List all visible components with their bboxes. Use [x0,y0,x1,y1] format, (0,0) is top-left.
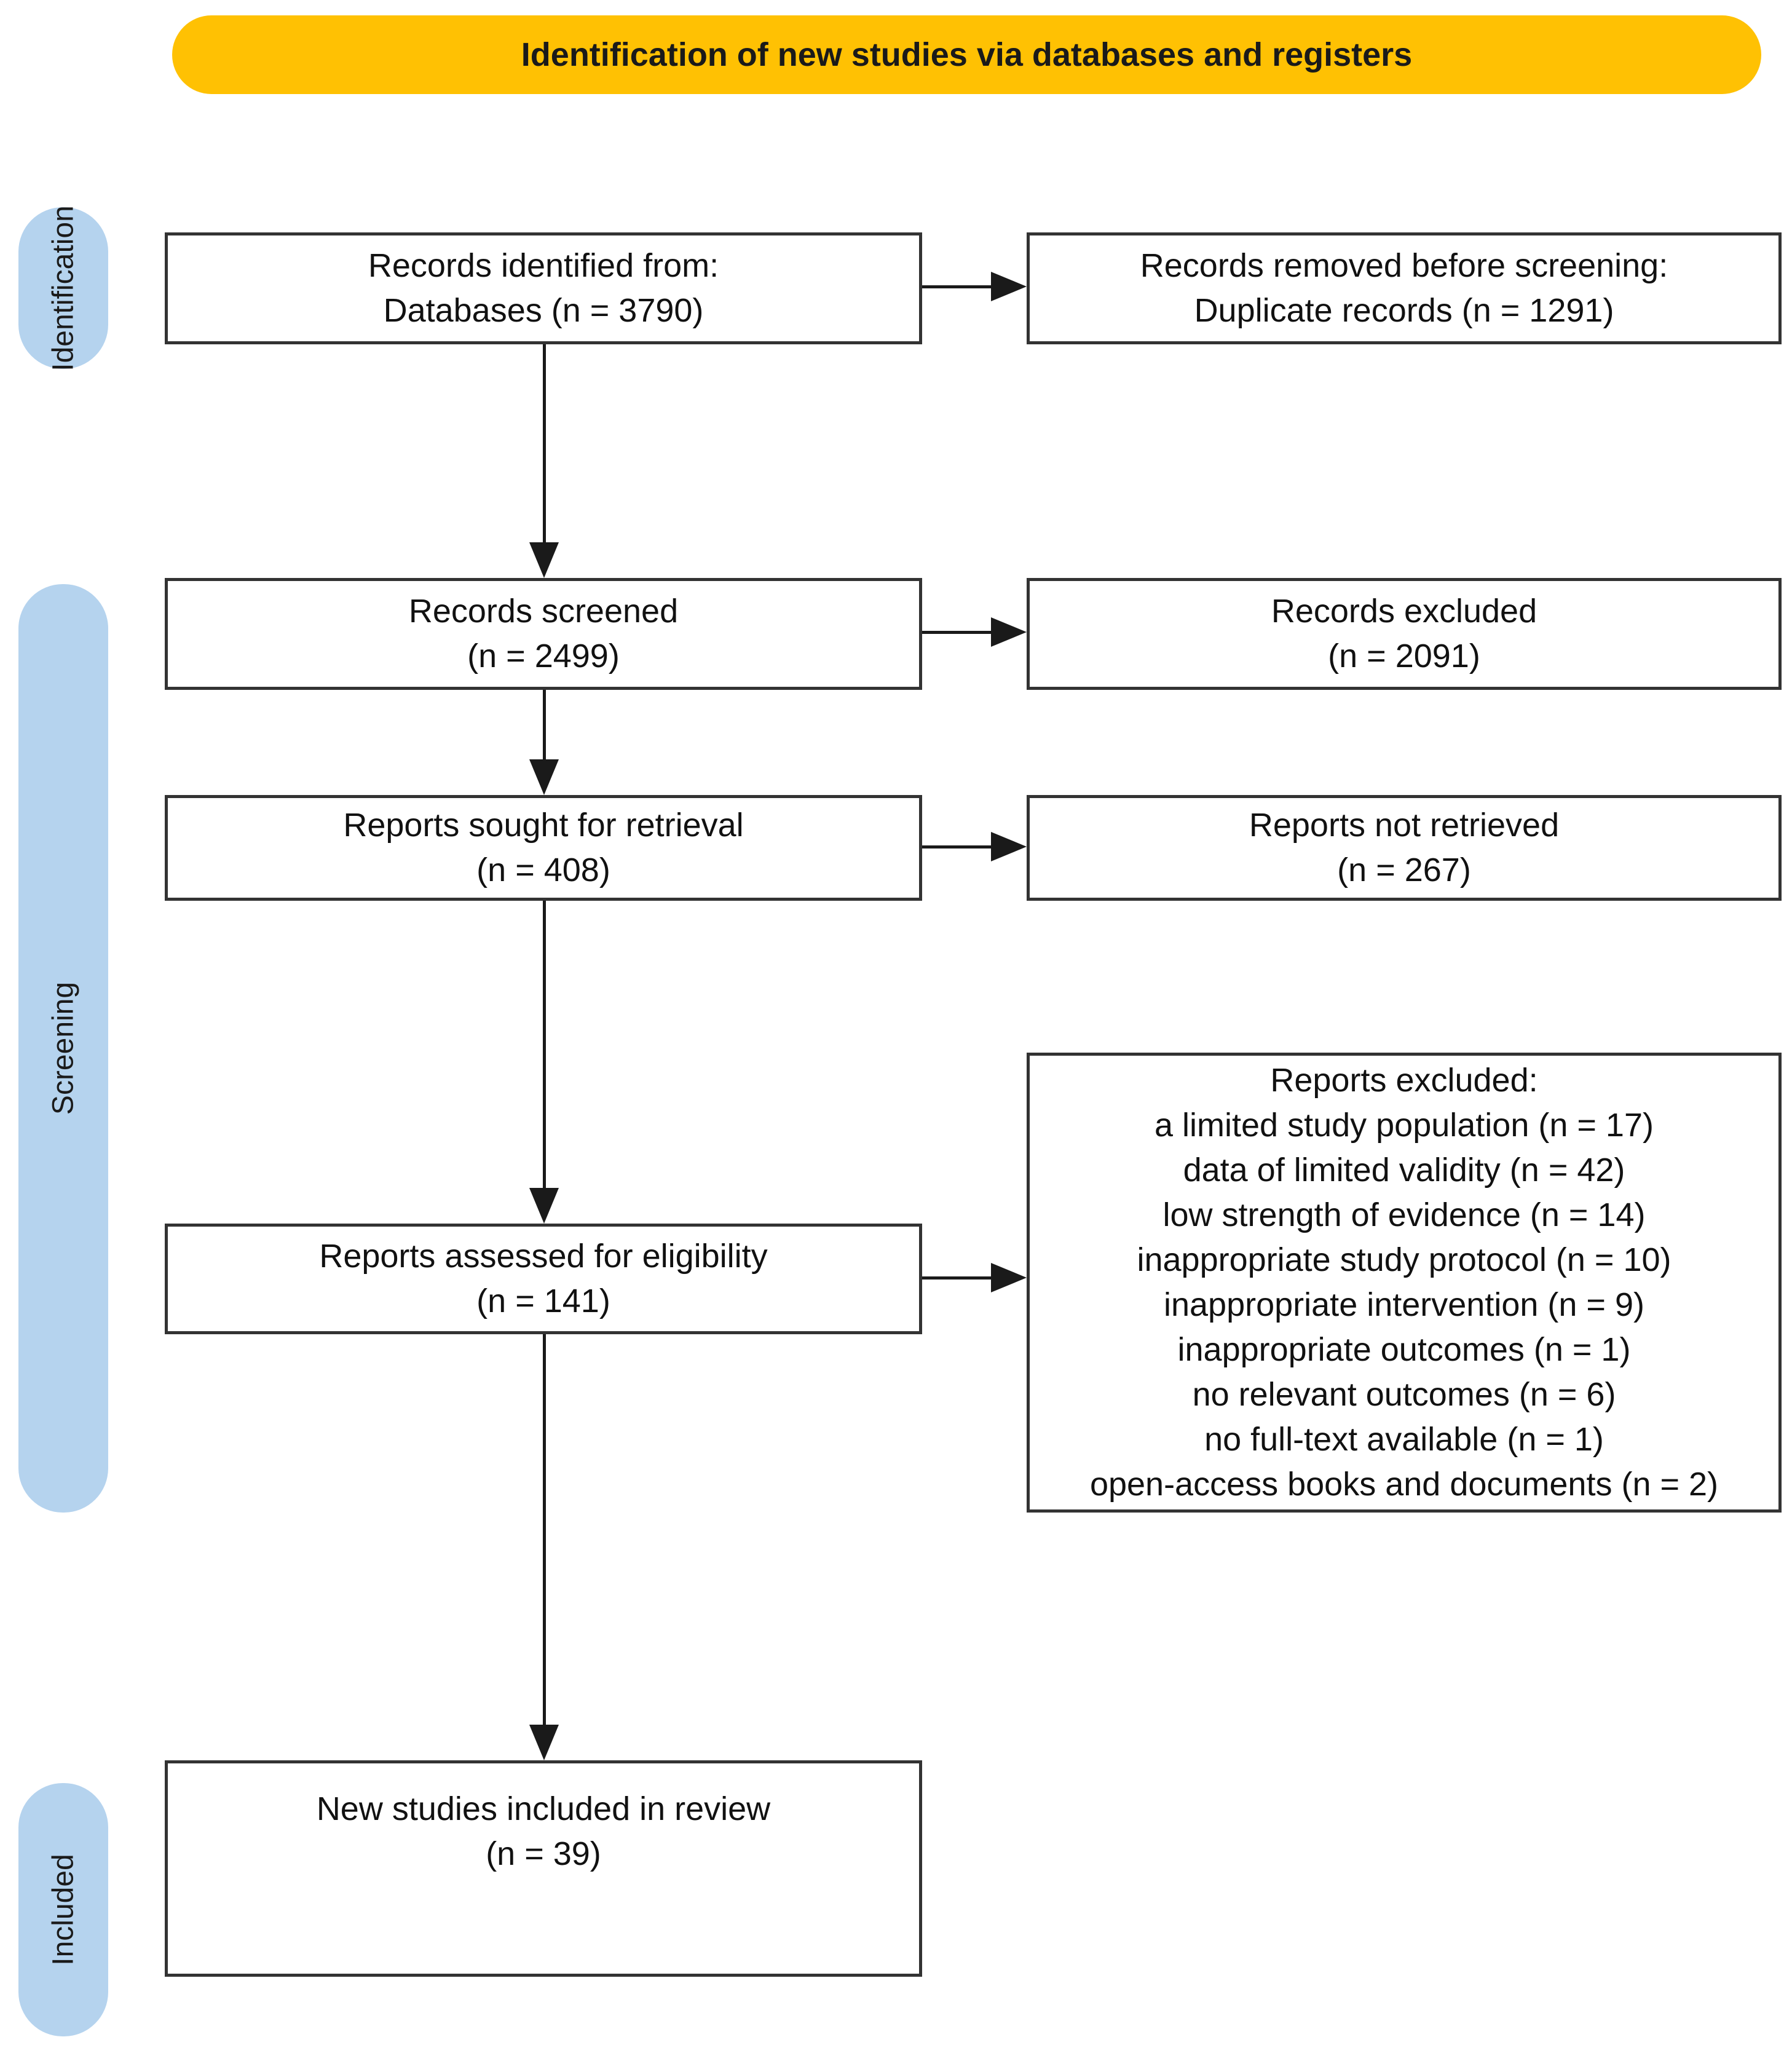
box-line: Reports not retrieved [1249,807,1560,844]
box-line: inappropriate study protocol (n = 10) [1137,1241,1672,1278]
box-line: no full-text available (n = 1) [1204,1421,1604,1458]
box-records-removed: Records removed before screening: Duplic… [1027,232,1782,344]
box-line: Databases (n = 3790) [383,292,704,329]
box-line: Duplicate records (n = 1291) [1194,292,1614,329]
box-line: inappropriate outcomes (n = 1) [1177,1331,1631,1368]
box-records-identified: Records identified from: Databases (n = … [165,232,922,344]
box-line: Records excluded [1271,593,1537,630]
stage-pill-included: Included [18,1783,108,2036]
box-line: Records identified from: [368,247,719,284]
box-line: (n = 2091) [1328,638,1480,674]
stage-pill-identification: Identification [18,205,108,371]
box-line: (n = 2499) [467,638,620,674]
box-reports-not-retrieved: Reports not retrieved (n = 267) [1027,795,1782,901]
box-line: inappropriate intervention (n = 9) [1164,1286,1644,1323]
box-line: Reports sought for retrieval [343,807,744,844]
box-line: (n = 267) [1337,852,1471,888]
box-reports-sought: Reports sought for retrieval (n = 408) [165,795,922,901]
box-reports-excluded-reasons: Reports excluded: a limited study popula… [1027,1053,1782,1513]
box-line: Reports excluded: [1270,1062,1538,1099]
box-records-screened: Records screened (n = 2499) [165,578,922,690]
box-line: Reports assessed for eligibility [319,1238,768,1275]
box-line: New studies included in review [316,1790,771,1827]
box-line: (n = 408) [476,852,610,888]
box-line: low strength of evidence (n = 14) [1162,1197,1646,1233]
box-line: Records screened [408,593,679,630]
box-line: open-access books and documents (n = 2) [1089,1466,1719,1503]
stage-pill-screening: Screening [18,584,108,1513]
stage-label-screening: Screening [47,981,80,1115]
box-line: Records removed before screening: [1140,247,1668,284]
box-reports-assessed: Reports assessed for eligibility (n = 14… [165,1224,922,1334]
box-line: a limited study population (n = 17) [1155,1107,1654,1144]
box-line: no relevant outcomes (n = 6) [1192,1376,1616,1413]
box-line: data of limited validity (n = 42) [1183,1152,1625,1189]
box-new-studies-included: New studies included in review (n = 39) [165,1760,922,1977]
banner-label: Identification of new studies via databa… [521,36,1413,73]
stage-label-included: Included [47,1854,80,1966]
box-records-excluded: Records excluded (n = 2091) [1027,578,1782,690]
banner-identification-of-new-studies: Identification of new studies via databa… [172,15,1761,94]
box-line: (n = 141) [476,1283,610,1319]
box-line: (n = 39) [486,1835,601,1872]
stage-label-identification: Identification [47,205,80,371]
